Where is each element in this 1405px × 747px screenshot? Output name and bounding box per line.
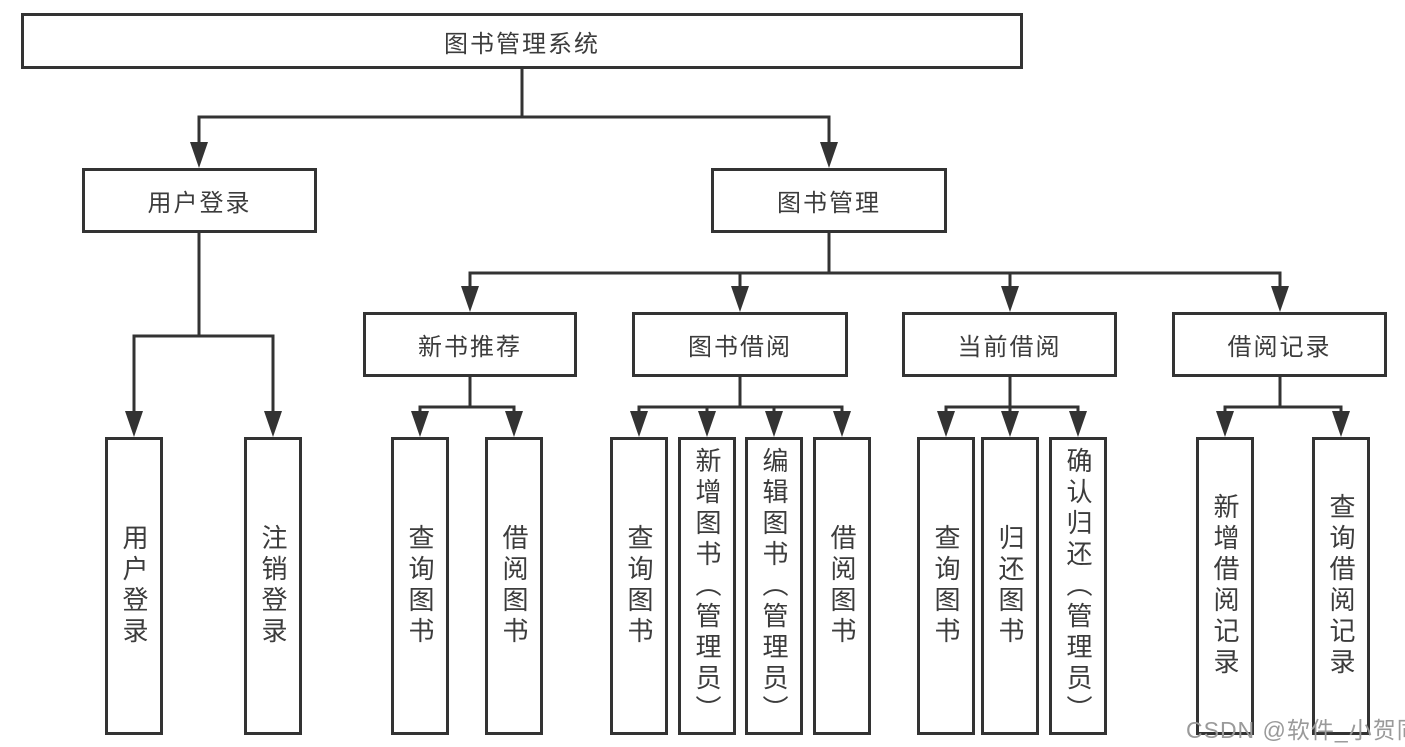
arrow-leaf-3-3 (765, 411, 783, 437)
leaf-logout: 注销登录 (244, 437, 302, 735)
node-user-login: 用户登录 (82, 168, 317, 233)
leaf-user-login: 用户登录 (105, 437, 163, 735)
arrow-to-borrow-records (1271, 286, 1289, 312)
arrow-leaf-4-2 (1001, 411, 1019, 437)
arrow-to-user-login (190, 142, 208, 168)
node-book-management: 图书管理 (711, 168, 947, 233)
node-book-borrow: 图书借阅 (632, 312, 848, 377)
node-library-management-system: 图书管理系统 (21, 13, 1023, 69)
connector-records-to-leaves (1223, 377, 1343, 414)
arrow-to-book-borrow (731, 286, 749, 312)
leaf-return-books: 归还图书 (981, 437, 1039, 735)
node-borrow-records: 借阅记录 (1172, 312, 1387, 377)
leaf-query-books-borrow: 查询图书 (610, 437, 668, 735)
connector-newbooks-to-leaves (418, 377, 516, 414)
arrow-leaf-1-2 (264, 411, 282, 437)
arrow-leaf-5-1 (1216, 411, 1234, 437)
arrow-leaf-3-1 (630, 411, 648, 437)
connector-bookmgmt-to-level3 (468, 233, 1282, 289)
leaf-add-books-admin: 新增图书（管理员） (678, 437, 736, 735)
arrow-to-new-book-recommend (461, 286, 479, 312)
leaf-edit-books-admin: 编辑图书（管理员） (745, 437, 803, 735)
node-current-borrow: 当前借阅 (902, 312, 1117, 377)
arrow-leaf-3-2 (698, 411, 716, 437)
arrow-to-book-management (820, 142, 838, 168)
arrowheads (125, 142, 1350, 437)
leaf-borrow-books-recommend: 借阅图书 (485, 437, 543, 735)
arrow-leaf-5-2 (1332, 411, 1350, 437)
arrow-leaf-2-1 (411, 411, 429, 437)
connector-userlogin-to-leaves (132, 233, 275, 414)
leaf-query-books-recommend: 查询图书 (391, 437, 449, 735)
connector-bookborrow-to-leaves (637, 377, 844, 414)
node-new-book-recommend: 新书推荐 (363, 312, 577, 377)
connector-root-to-level2 (197, 69, 831, 145)
connector-currentborrow-to-leaves (944, 377, 1080, 414)
leaf-query-books-current: 查询图书 (917, 437, 975, 735)
arrow-leaf-4-3 (1069, 411, 1087, 437)
arrow-leaf-4-1 (937, 411, 955, 437)
arrow-to-current-borrow (1001, 286, 1019, 312)
arrow-leaf-1-1 (125, 411, 143, 437)
leaf-add-borrow-record: 新增借阅记录 (1196, 437, 1254, 735)
csdn-watermark: CSDN @软件_小贺同学 (1186, 717, 1405, 743)
leaf-query-borrow-record: 查询借阅记录 (1312, 437, 1370, 735)
arrow-leaf-2-2 (505, 411, 523, 437)
leaf-borrow-books: 借阅图书 (813, 437, 871, 735)
leaf-confirm-return-admin: 确认归还（管理员） (1049, 437, 1107, 735)
arrow-leaf-3-4 (833, 411, 851, 437)
